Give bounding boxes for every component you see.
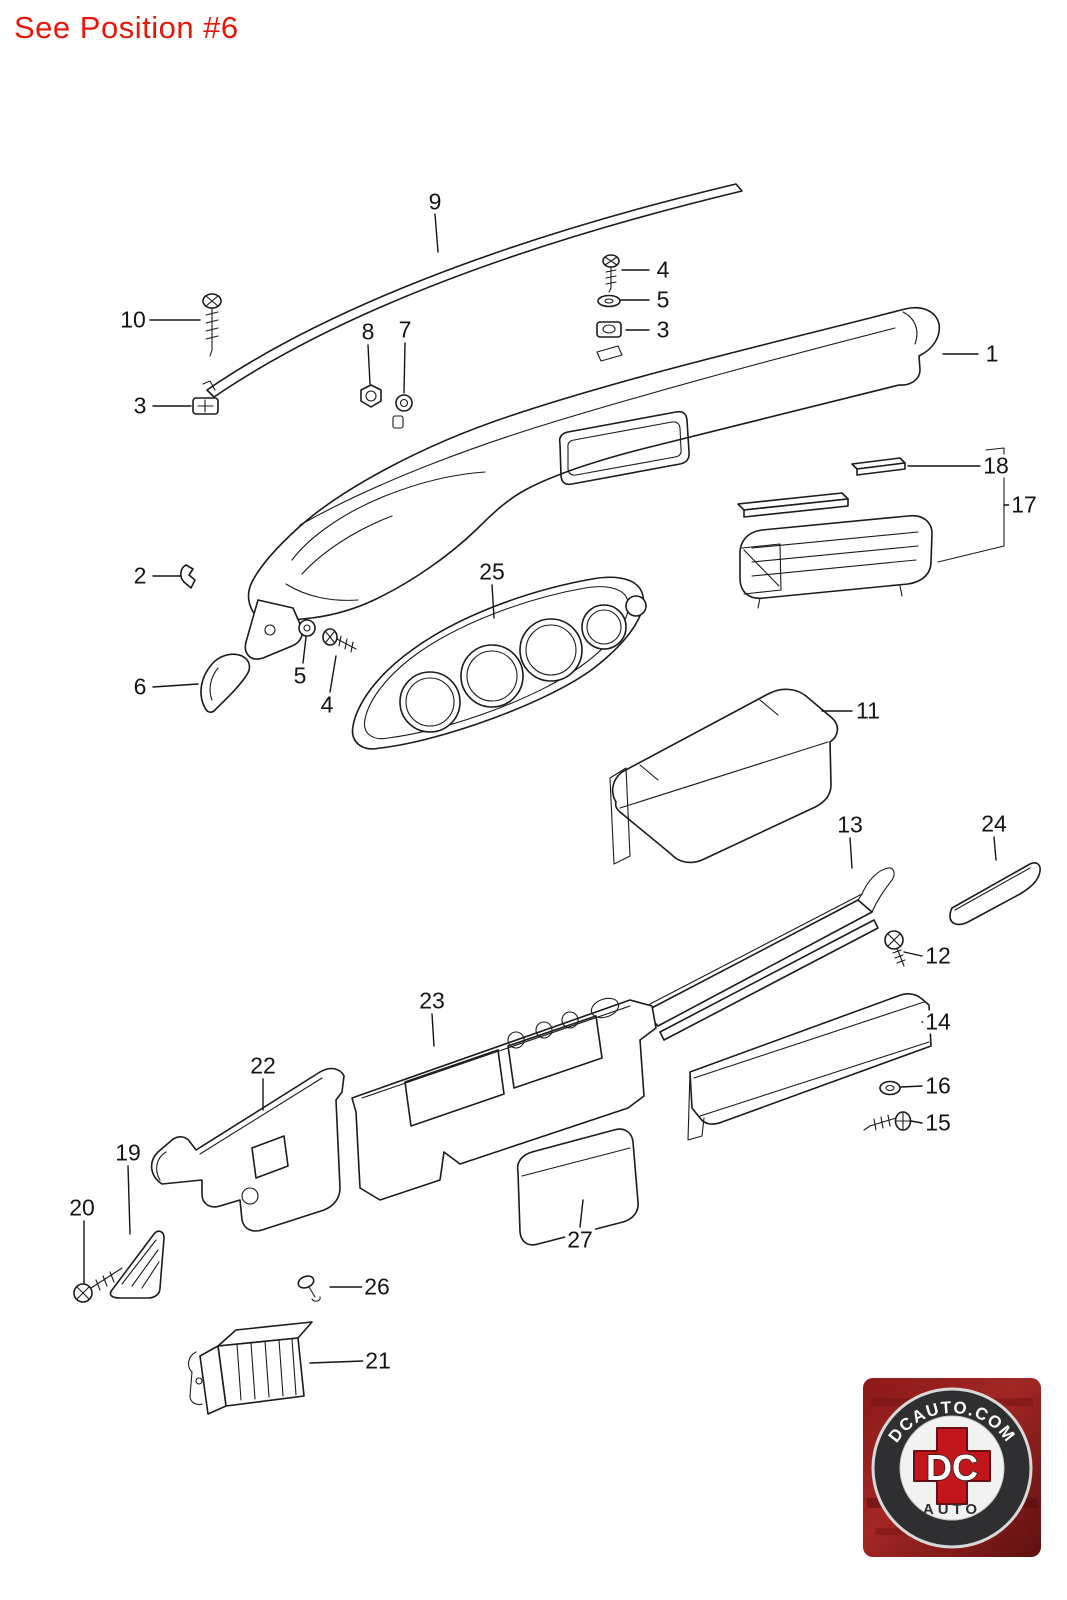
part-23-knee-bolster [351, 997, 657, 1201]
part-26-grommet [297, 1275, 321, 1302]
part-25-instrument-bezel [351, 576, 647, 750]
part-number-callout: 6 [131, 673, 149, 700]
leader-lines [83, 213, 1013, 1364]
part-number-callout: 15 [923, 1109, 953, 1136]
part-number-callout: 16 [923, 1072, 953, 1099]
part-number-callout: 21 [363, 1347, 393, 1374]
part-number-callout: 3 [654, 316, 672, 343]
part-14-lower-cover [687, 993, 932, 1141]
part-8-nut [360, 384, 382, 408]
part-number-callout: 2 [131, 562, 149, 589]
part-number-callout: 18 [981, 452, 1011, 479]
part-number-callout: 9 [426, 188, 444, 215]
part-20-screw [73, 1267, 123, 1303]
part-number-callout: 20 [67, 1194, 97, 1221]
part-11-glovebox-unit [609, 688, 839, 865]
part-4-screw-mid [322, 628, 357, 653]
part-number-callout: 23 [417, 987, 447, 1014]
part-21-side-vent [187, 1321, 313, 1415]
part-19-corner-trim [109, 1230, 165, 1299]
part-3-clip-left [192, 397, 219, 415]
part-5-washer-mid [298, 619, 316, 637]
part-16-washer [879, 1080, 901, 1096]
part-number-callout: 8 [359, 318, 377, 345]
part-number-callout: 27 [565, 1226, 595, 1253]
page-title: See Position #6 [14, 10, 239, 45]
fastener-set-top [596, 254, 622, 338]
part-17-storage-tray [739, 447, 1005, 609]
part-27-blank-panel [516, 1128, 639, 1246]
part-7-washer [395, 394, 413, 412]
dcauto-logo: DCAUTO.COM DC AUTO [863, 1378, 1041, 1557]
dcauto-logo-art: DCAUTO.COM DC AUTO [863, 1378, 1041, 1557]
part-1-dashboard [244, 307, 941, 660]
part-number-callout: 14 [923, 1008, 953, 1035]
part-number-callout: 17 [1009, 491, 1039, 518]
part-number-callout: 7 [396, 316, 414, 343]
part-number-callout: 10 [118, 306, 148, 333]
part-12-screw [884, 930, 906, 967]
part-number-callout: 4 [654, 256, 672, 283]
part-18-foam-strips [737, 457, 906, 518]
part-number-callout: 4 [318, 691, 336, 718]
part-number-callout: 5 [291, 662, 309, 689]
part-number-callout: 25 [477, 558, 507, 585]
part-number-callout: 13 [835, 811, 865, 838]
part-number-callout: 22 [248, 1052, 278, 1079]
part-number-callout: 5 [654, 286, 672, 313]
logo-name-text: AUTO [923, 1501, 981, 1518]
part-number-callout: 1 [983, 340, 1001, 367]
part-22-knee-bolster-left [150, 1067, 345, 1232]
part-15-screw [863, 1111, 912, 1131]
part-number-callout: 26 [362, 1273, 392, 1300]
part-6-trim-piece [200, 653, 251, 713]
part-number-callout: 19 [113, 1139, 143, 1166]
part-9-trim-strip [202, 183, 743, 398]
part-number-callout: 12 [923, 942, 953, 969]
logo-initials-text: DC [926, 1447, 978, 1488]
part-number-callout: 24 [979, 810, 1009, 837]
part-24-trim-wedge [949, 862, 1041, 926]
part-2-clip [180, 564, 196, 589]
part-number-callout: 11 [854, 697, 882, 724]
part-number-callout: 3 [131, 392, 149, 419]
part-10-screw [202, 293, 222, 357]
